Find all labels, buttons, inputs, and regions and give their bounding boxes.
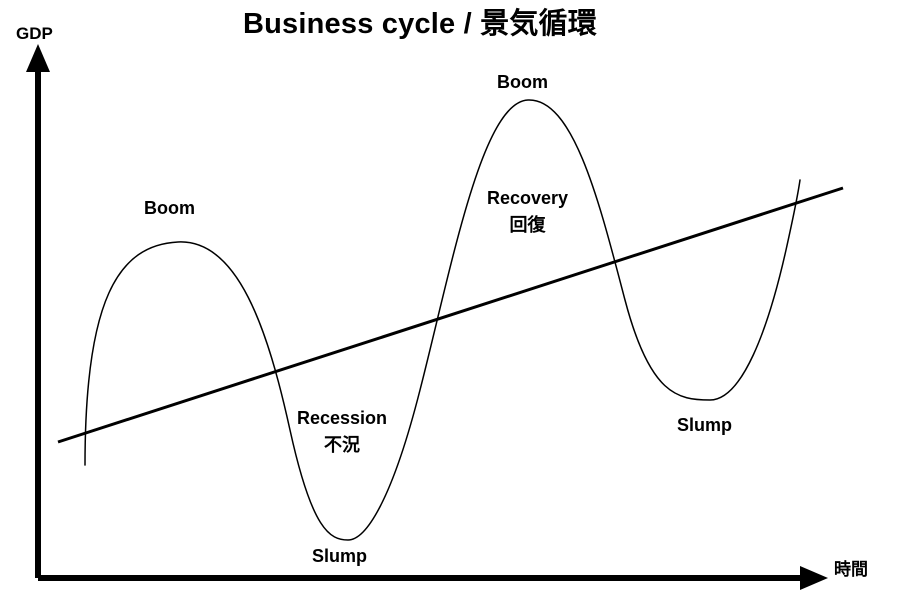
annotation-recovery: Recovery 回復: [487, 188, 568, 235]
annotation-recession-en: Recession: [297, 408, 388, 428]
trend-line: [57, 186, 844, 444]
annotation-boom-first-peak: Boom: [144, 198, 195, 218]
x-axis-label: 時間: [834, 560, 868, 579]
y-axis-label: GDP: [16, 24, 53, 43]
annotation-slump-first-trough: Slump: [312, 546, 368, 566]
annotation-recession: Recession 不況: [297, 408, 387, 455]
business-cycle-curve: [84, 99, 801, 541]
annotation-recession-ja: 不況: [324, 434, 361, 455]
annotation-recovery-en: Recovery: [487, 188, 569, 208]
annotation-slump-second-trough: Slump: [677, 415, 733, 435]
arrow-right-icon: [800, 566, 828, 590]
arrow-up-icon: [26, 44, 50, 72]
page-title: Business cycle / 景気循環: [243, 8, 597, 40]
annotation-recovery-ja: 回復: [509, 214, 546, 235]
annotation-boom-second-peak: Boom: [497, 72, 548, 92]
